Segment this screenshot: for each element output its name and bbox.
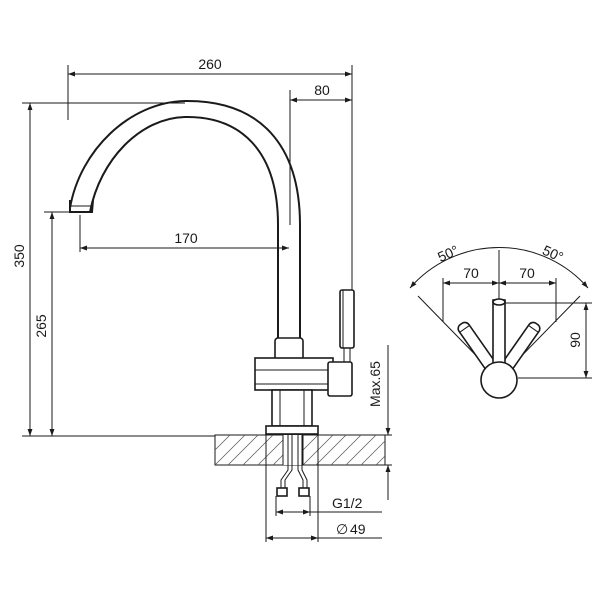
handle-height-label: 90 <box>567 332 583 348</box>
dim-spout-height: 265 <box>33 314 49 338</box>
offset-left-label: 70 <box>463 265 479 281</box>
dim-height-total: 350 <box>11 244 27 268</box>
angle-right-label: 50° <box>540 242 566 265</box>
diameter-symbol: ∅ <box>336 521 348 537</box>
countertop <box>214 434 386 466</box>
lever-hub <box>480 361 518 399</box>
faucet-base <box>271 389 313 427</box>
dim-spout-offset: 80 <box>314 82 330 98</box>
offset-right-label: 70 <box>519 265 535 281</box>
dimension-lines <box>22 65 392 542</box>
lever-handle[interactable] <box>339 289 355 349</box>
dim-diameter: 49 <box>350 521 366 537</box>
spout-outer <box>69 99 301 345</box>
base-flange <box>265 425 319 435</box>
faucet-front-view <box>69 99 355 435</box>
dim-spout-reach: 170 <box>174 230 198 246</box>
cartridge-housing <box>327 361 353 397</box>
lever-side-view <box>409 247 592 399</box>
spout-inner <box>89 115 279 345</box>
dim-width-total: 260 <box>198 56 222 72</box>
faucet-collar <box>274 337 304 361</box>
supply-hoses <box>276 434 310 497</box>
rotation-arc <box>409 247 589 289</box>
dim-max-countertop: Max.65 <box>367 361 383 407</box>
dim-thread: G1/2 <box>332 495 363 511</box>
angle-left-label: 50° <box>435 242 461 265</box>
faucet-body <box>254 357 334 391</box>
